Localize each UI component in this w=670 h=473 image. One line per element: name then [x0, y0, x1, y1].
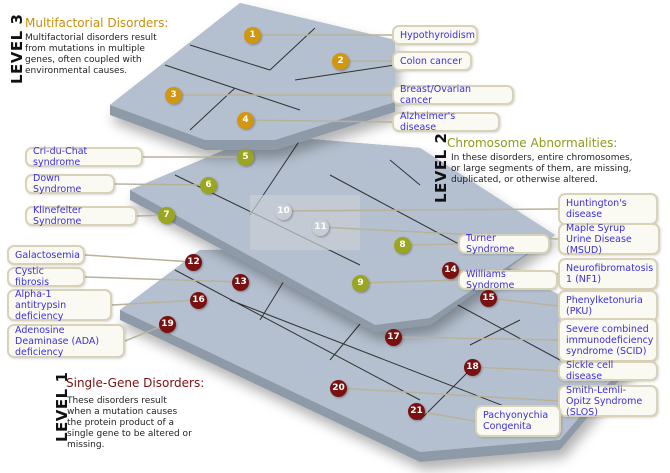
connector-line	[282, 208, 559, 212]
level3-description: Multifactorial disorders result from mut…	[25, 33, 157, 76]
connector-line	[84, 254, 194, 263]
connector-line	[111, 299, 199, 306]
disorder-label[interactable]: Down Syndrome	[25, 173, 115, 195]
disorder-label[interactable]: Cri-du-Chat syndrome	[25, 146, 143, 168]
level3-plate	[110, 3, 396, 150]
connector-line	[359, 279, 459, 284]
disorder-label[interactable]: Galactosemia	[7, 245, 85, 265]
connector-line	[392, 336, 559, 341]
level1-title: Single-Gene Disorders:	[66, 376, 205, 390]
disorder-label[interactable]: Severe combined immunodeficiency syndrom…	[558, 318, 658, 362]
translucent-region	[250, 195, 360, 250]
marker-21[interactable]: 21	[408, 403, 425, 420]
marker-17[interactable]: 17	[385, 329, 402, 346]
disorder-label[interactable]: Cystic fibrosis	[7, 266, 85, 288]
disorder-label[interactable]: Klinefelter Syndrome	[25, 205, 137, 227]
disorder-label[interactable]: Colon cancer	[392, 51, 472, 71]
marker-7[interactable]: 7	[158, 207, 175, 224]
marker-16[interactable]: 16	[190, 292, 207, 309]
disorder-label[interactable]: Smith-Lemli-Opitz Syndrome (SLOS)	[558, 385, 658, 418]
connector-line	[487, 297, 559, 307]
disorder-label[interactable]: Alzheimer's disease	[392, 111, 500, 133]
marker-9[interactable]: 9	[352, 275, 369, 292]
connector-line	[244, 119, 393, 123]
disorder-label[interactable]: Hypothyroidism	[392, 25, 478, 45]
connector-line	[337, 387, 559, 402]
level2-title: Chromosome Abnormalities:	[447, 136, 618, 150]
marker-18[interactable]: 18	[464, 359, 481, 376]
disorder-label[interactable]: Adenosine Deaminase (ADA) deficiency	[7, 324, 125, 358]
disorder-label[interactable]: Maple Syrup Urine Disease (MSUD)	[558, 223, 660, 256]
connector-line	[84, 276, 241, 283]
disorder-label[interactable]: Breast/Ovarian cancer	[392, 84, 514, 106]
disorder-label[interactable]: Alpha-1 antitrypsin deficiency	[7, 289, 112, 322]
disorder-label[interactable]: Huntington's disease	[558, 193, 658, 225]
level3-tag: LEVEL 3	[8, 13, 26, 84]
marker-3[interactable]: 3	[165, 87, 182, 104]
marker-8[interactable]: 8	[394, 237, 411, 254]
level2-description: In these disorders, entire chromosomes, …	[451, 153, 633, 185]
level2-plate	[130, 135, 555, 332]
disorder-label[interactable]: Sickle cell disease	[558, 360, 658, 382]
marker-2[interactable]: 2	[332, 53, 349, 70]
connector-line	[415, 410, 476, 422]
marker-20[interactable]: 20	[330, 380, 347, 397]
marker-19[interactable]: 19	[159, 316, 176, 333]
marker-5[interactable]: 5	[237, 149, 254, 166]
marker-13[interactable]: 13	[232, 274, 249, 291]
marker-15[interactable]: 15	[480, 290, 497, 307]
disorder-label[interactable]: Turner Syndrome	[458, 233, 550, 255]
connector-line	[471, 366, 559, 372]
connector-line	[401, 243, 459, 246]
level3-title: Multifactorial Disorders:	[25, 16, 169, 30]
marker-14[interactable]: 14	[442, 262, 459, 279]
level1-description: These disorders result when a mutation c…	[67, 396, 192, 450]
disorder-label[interactable]: Pachyonychia Congenita	[475, 405, 561, 437]
marker-10[interactable]: 10	[275, 203, 292, 220]
marker-4[interactable]: 4	[237, 112, 254, 129]
marker-6[interactable]: 6	[200, 177, 217, 194]
marker-12[interactable]: 12	[185, 254, 202, 271]
connector-line	[114, 183, 209, 186]
disorder-label[interactable]: Williams Syndrome	[458, 269, 558, 291]
marker-11[interactable]: 11	[312, 219, 329, 236]
disorder-label[interactable]: Neurofibromatosis 1 (NF1)	[558, 258, 658, 290]
marker-1[interactable]: 1	[244, 27, 261, 44]
